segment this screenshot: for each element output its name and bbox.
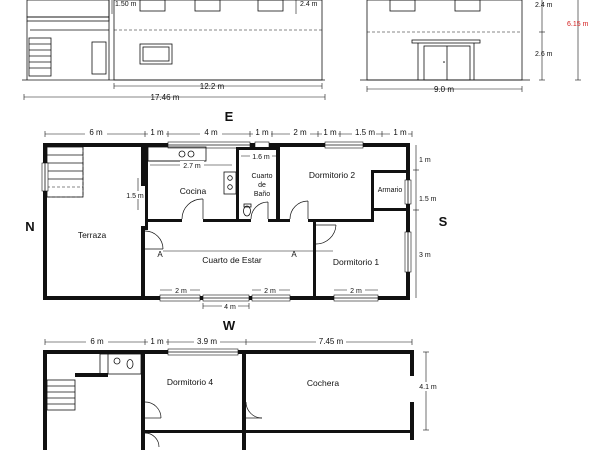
room-armario: Armario — [378, 187, 403, 194]
ground-dim-right-3: 3 m — [419, 252, 431, 259]
upper-dim-top-4: 7.45 m — [319, 337, 344, 346]
dim-kitchen-depth: 1.5 m — [126, 193, 144, 200]
ground-dim-bottom-2: 2 m — [264, 288, 276, 295]
room-cuarto-estar: Cuarto de Estar — [202, 255, 262, 265]
compass-east: E — [225, 109, 234, 124]
elevation-right-height-total: 6.15 m — [567, 21, 589, 28]
upper-dim-right-1: 4.1 m — [419, 384, 437, 391]
ground-dim-top-1: 6 m — [89, 128, 103, 137]
elevation-left-width-inner: 12.2 m — [200, 82, 225, 91]
room-bano-line1: Cuarto — [251, 173, 272, 180]
room-terraza: Terraza — [78, 230, 107, 240]
elevation-right: 2.4 m 2.6 m 6.15 m 9.0 m — [360, 0, 589, 94]
ground-dim-top-3: 4 m — [204, 128, 218, 137]
room-bano-line3: Baño — [254, 191, 270, 198]
room-dormitorio-2: Dormitorio 2 — [309, 170, 356, 180]
elevation-right-height-top: 2.4 m — [535, 2, 553, 9]
elevation-left-height-mid: 2.4 m — [300, 1, 318, 8]
ground-dim-right-2: 1.5 m — [419, 196, 437, 203]
elevation-right-height-bottom: 2.6 m — [535, 51, 553, 58]
ground-dim-top-7: 1.5 m — [355, 128, 375, 137]
room-dormitorio-4: Dormitorio 4 — [167, 377, 214, 387]
ground-dim-bottom-4: 2 m — [350, 288, 362, 295]
elevation-left-height-top: 1.50 m — [115, 1, 137, 8]
section-mark-right: A — [291, 250, 297, 259]
ground-dim-top-2: 1 m — [150, 128, 164, 137]
upper-dim-top-3: 3.9 m — [197, 337, 217, 346]
dim-bath-width: 1.6 m — [252, 154, 270, 161]
ground-dim-top-6: 1 m — [323, 128, 337, 137]
elevation-left-width-total: 17.46 m — [151, 93, 180, 102]
ground-dim-bottom-3: 4 m — [224, 304, 236, 311]
dim-kitchen-width: 2.7 m — [183, 163, 201, 170]
upper-dim-top-2: 1 m — [150, 337, 164, 346]
ground-dim-bottom-1: 2 m — [175, 288, 187, 295]
room-dormitorio-1: Dormitorio 1 — [333, 257, 380, 267]
room-bano-line2: de — [258, 182, 266, 189]
compass-south: S — [439, 214, 448, 229]
ground-dim-right-1: 1 m — [419, 157, 431, 164]
section-mark-left: A — [157, 250, 163, 259]
ground-top-dims: 6 m 1 m 4 m 1 m 2 m 1 m 1.5 m 1 m — [44, 128, 413, 137]
ground-dim-top-5: 2 m — [293, 128, 307, 137]
compass-north: N — [25, 219, 34, 234]
ground-dim-top-4: 1 m — [255, 128, 269, 137]
ground-dim-top-8: 1 m — [393, 128, 407, 137]
elevation-right-width-total: 9.0 m — [434, 85, 454, 94]
room-cocina: Cocina — [180, 186, 207, 196]
ground-floor-plan: 6 m 1 m 4 m 1 m 2 m 1 m 1.5 m 1 m — [41, 128, 437, 311]
compass-west: W — [223, 318, 236, 333]
elevation-left: 1.50 m 2.4 m 12.2 m 17.46 m — [22, 0, 326, 102]
upper-dim-top-1: 6 m — [90, 337, 104, 346]
upper-floor-plan: 6 m 1 m 3.9 m 7.45 m — [43, 337, 438, 450]
room-cochera: Cochera — [307, 378, 339, 388]
